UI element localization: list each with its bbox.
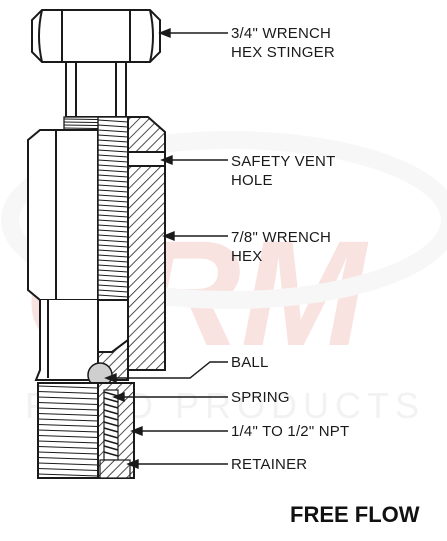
thread-line: [97, 219, 129, 223]
thread-line: [97, 209, 129, 213]
thread-line: [37, 402, 99, 405]
thread-line: [97, 129, 129, 133]
inner-shaft: [97, 116, 129, 318]
hex-stinger: [31, 9, 161, 63]
thread-lines: [37, 385, 99, 477]
thread-line: [37, 429, 99, 433]
thread-line: [97, 259, 129, 263]
thread-line: [97, 224, 129, 228]
thread-line: [97, 174, 129, 178]
thread-line: [97, 144, 129, 148]
thread-line: [103, 433, 119, 439]
thread-line: [103, 403, 119, 409]
thread-line: [103, 409, 119, 415]
thread-line: [37, 407, 99, 411]
label-vent-line2: HOLE: [231, 172, 273, 189]
thread-line: [37, 435, 99, 438]
thread-line: [103, 451, 119, 457]
label-npt: 1/4" TO 1/2" NPT: [231, 422, 349, 441]
thread-line: [97, 154, 129, 158]
leaders: [104, 27, 228, 470]
label-ball-text: BALL: [231, 354, 269, 371]
thread-line: [37, 473, 99, 477]
thread-line: [103, 439, 119, 445]
thread-line: [97, 239, 129, 243]
thread-line: [97, 269, 129, 273]
thread-line: [103, 391, 119, 397]
thread-line: [97, 134, 129, 138]
thread-line: [103, 397, 119, 403]
label-hex-line1: 7/8" WRENCH: [231, 229, 332, 246]
label-spring-text: SPRING: [231, 389, 290, 406]
thread-line: [37, 451, 99, 455]
thread-line: [97, 194, 129, 198]
label-vent: SAFETY VENT HOLE: [231, 152, 335, 190]
thread-line: [97, 119, 129, 123]
thread-line: [97, 249, 129, 253]
spring: [103, 391, 119, 457]
label-spring: SPRING: [231, 388, 290, 407]
label-ball: BALL: [231, 353, 269, 372]
stinger-shank: [65, 61, 127, 118]
label-stinger-line2: HEX STINGER: [231, 44, 335, 61]
thread-line: [97, 274, 129, 278]
thread-line: [97, 139, 129, 143]
thread-line: [97, 164, 129, 168]
thread-line: [97, 294, 129, 298]
body-exterior: [27, 129, 99, 381]
thread-line: [103, 445, 119, 451]
thread-line: [97, 254, 129, 258]
thread-line: [97, 229, 129, 233]
label-retainer: RETAINER: [231, 455, 307, 474]
thread-line: [37, 440, 99, 444]
thread-line: [97, 149, 129, 153]
label-hex: 7/8" WRENCH HEX: [231, 228, 331, 266]
thread-line: [103, 421, 119, 427]
thread-line: [37, 385, 99, 389]
thread-line: [97, 189, 129, 193]
thread-line: [97, 214, 129, 218]
thread-line: [97, 184, 129, 188]
thread-line: [37, 446, 99, 449]
thread-line: [103, 415, 119, 421]
thread-line: [37, 462, 99, 466]
thread-line: [37, 424, 99, 427]
thread-line: [37, 418, 99, 422]
thread-line: [97, 264, 129, 268]
thread-line: [97, 279, 129, 283]
thread-line: [97, 169, 129, 173]
thread-line: [103, 427, 119, 433]
thread-line: [37, 468, 99, 471]
label-stinger: 3/4" WRENCH HEX STINGER: [231, 24, 335, 62]
thread-line: [97, 289, 129, 293]
label-npt-text: 1/4" TO 1/2" NPT: [231, 423, 350, 440]
label-retainer-text: RETAINER: [231, 456, 308, 473]
label-stinger-line1: 3/4" WRENCH: [231, 25, 332, 42]
thread-line: [97, 199, 129, 203]
thread-line: [37, 413, 99, 416]
label-hex-line2: HEX: [231, 248, 263, 265]
thread-line: [37, 391, 99, 394]
thread-line: [97, 159, 129, 163]
thread-line: [37, 457, 99, 460]
label-vent-line1: SAFETY VENT: [231, 153, 336, 170]
caption: FREE FLOW: [290, 502, 420, 527]
thread-line: [37, 396, 99, 400]
thread-line: [97, 284, 129, 288]
thread-line: [97, 179, 129, 183]
thread-line: [97, 234, 129, 238]
thread-line: [97, 204, 129, 208]
thread-line: [97, 124, 129, 128]
thread-line: [97, 244, 129, 248]
